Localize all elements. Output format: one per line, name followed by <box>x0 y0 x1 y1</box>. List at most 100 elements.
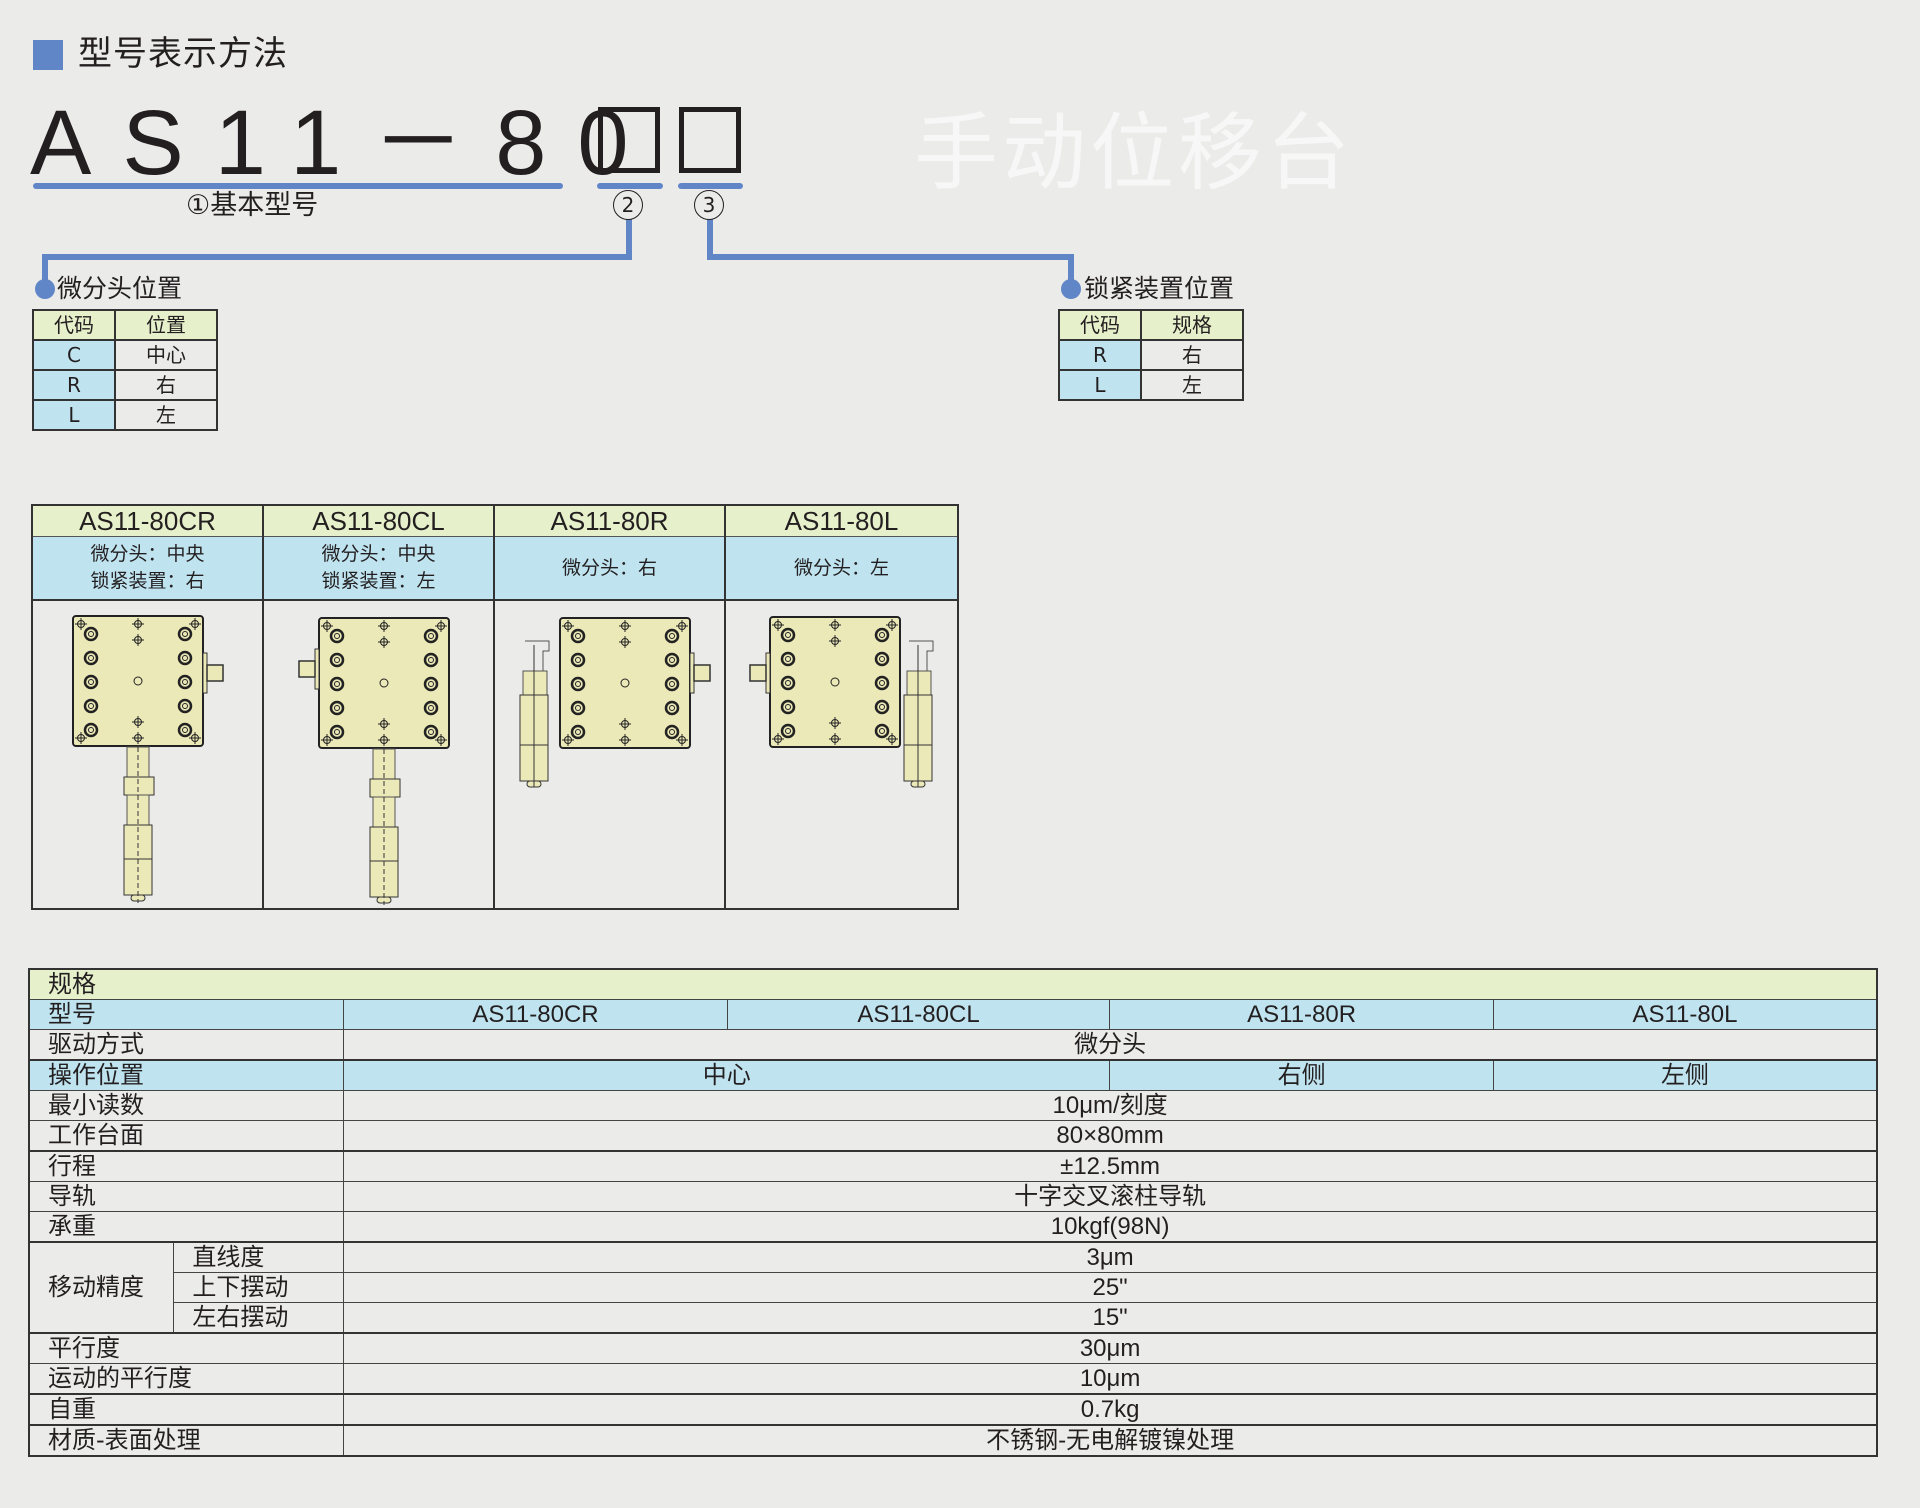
mounting-hole-inner <box>182 679 188 685</box>
pin-crosshair <box>886 733 898 745</box>
mounting-hole <box>780 723 796 739</box>
code-cell: C <box>32 339 116 371</box>
variant-desc-line2: 锁紧装置：左 <box>321 570 436 592</box>
spec-label: 导轨 <box>28 1181 345 1212</box>
value-cell: 左 <box>1140 369 1244 401</box>
spec-value: 15" <box>343 1302 1878 1334</box>
spec-row: 自重 0.7kg <box>28 1393 1878 1426</box>
variant-desc-line2: 锁紧装置：右 <box>90 570 205 592</box>
table-header-row: 代码 规格 <box>1058 309 1244 341</box>
pin-crosshair <box>378 636 390 648</box>
variant-card-l: AS11-80L 微分头：左 <box>726 506 957 908</box>
spec-row: 工作台面 80×80mm <box>28 1120 1878 1152</box>
lock-position-table: 代码 规格 R 右 L 左 <box>1058 309 1244 401</box>
connector-3-horizontal <box>707 254 1074 260</box>
mounting-hole <box>177 626 193 642</box>
micrometer-bracket <box>525 640 550 681</box>
mounting-hole <box>874 627 890 643</box>
lock-position-title: 锁紧装置位置 <box>1084 274 1235 303</box>
spec-value: 十字交叉滚柱导轨 <box>343 1181 1878 1212</box>
spec-value: 不锈钢-无电解镀镍处理 <box>343 1424 1878 1457</box>
variant-card-r: AS11-80R 微分头：右 <box>495 506 726 908</box>
connector-3-vertical <box>707 218 713 258</box>
pin-crosshair <box>321 734 333 746</box>
lock-knob <box>298 660 316 678</box>
center-hole <box>133 676 143 686</box>
mounting-hole-inner <box>88 655 94 661</box>
marker-3: 3 <box>694 190 724 220</box>
mounting-hole-inner <box>669 681 675 687</box>
spec-value: 10μm/刻度 <box>343 1090 1878 1121</box>
spec-value: 0.7kg <box>343 1393 1878 1426</box>
table-header-row: 代码 位置 <box>32 309 218 341</box>
option-2-underline <box>597 183 663 189</box>
mounting-hole <box>664 724 680 740</box>
mounting-hole <box>423 652 439 668</box>
mounting-hole-inner <box>879 656 885 662</box>
spec-group-label: 移动精度 <box>28 1241 175 1334</box>
spec-table: 规格 型号 AS11-80CR AS11-80CL AS11-80R AS11-… <box>28 968 1878 1457</box>
connector-2-horizontal <box>42 254 632 260</box>
variant-name: AS11-80L <box>726 506 957 537</box>
mounting-hole <box>177 722 193 738</box>
pin-crosshair <box>619 734 631 746</box>
mounting-hole-inner <box>334 681 340 687</box>
table-row: C 中心 <box>32 339 218 371</box>
mounting-hole-inner <box>575 681 581 687</box>
pin-crosshair <box>378 718 390 730</box>
pin-crosshair <box>189 732 201 744</box>
option-3-underline <box>678 183 743 189</box>
mounting-hole-inner <box>88 631 94 637</box>
code-cell: R <box>1058 339 1142 371</box>
pin-crosshair <box>886 619 898 631</box>
variant-description: 微分头：左 <box>726 537 957 601</box>
pin-crosshair <box>619 636 631 648</box>
mounting-hole-inner <box>879 728 885 734</box>
mounting-hole <box>83 626 99 642</box>
mounting-hole <box>874 699 890 715</box>
spec-value: 30μm <box>343 1332 1878 1364</box>
micrometer-position-title: 微分头位置 <box>57 274 183 303</box>
spec-value: 微分头 <box>343 1029 1878 1061</box>
value-cell: 中心 <box>114 339 218 371</box>
spec-row: 最小读数 10μm/刻度 <box>28 1090 1878 1121</box>
pin-crosshair <box>562 734 574 746</box>
mounting-hole <box>664 676 680 692</box>
spec-model-cell: AS11-80R <box>1109 999 1494 1030</box>
mounting-hole <box>570 724 586 740</box>
variant-name: AS11-80CR <box>33 506 262 537</box>
mounting-hole-inner <box>334 705 340 711</box>
center-hole <box>620 678 630 688</box>
mounting-hole <box>780 699 796 715</box>
mounting-hole-inner <box>182 703 188 709</box>
mounting-hole <box>423 700 439 716</box>
variant-name: AS11-80CL <box>264 506 493 537</box>
mounting-hole-inner <box>334 657 340 663</box>
mounting-hole-inner <box>182 727 188 733</box>
spec-value: 80×80mm <box>343 1120 1878 1152</box>
mounting-hole-inner <box>575 729 581 735</box>
pin-crosshair <box>132 618 144 630</box>
spec-value: 10μm <box>343 1363 1878 1395</box>
micrometer-clamp <box>369 778 401 798</box>
spec-label: 行程 <box>28 1150 345 1182</box>
mounting-hole-inner <box>785 704 791 710</box>
spec-title-row: 规格 <box>28 968 1878 1000</box>
mounting-hole <box>177 650 193 666</box>
pin-crosshair <box>378 620 390 632</box>
mounting-hole-inner <box>879 632 885 638</box>
stage-drawing-cr <box>72 615 224 903</box>
mounting-hole-inner <box>785 680 791 686</box>
mounting-hole-inner <box>669 657 675 663</box>
mounting-hole-inner <box>879 680 885 686</box>
mounting-hole <box>874 651 890 667</box>
variant-card-cr: AS11-80CR 微分头：中央 锁紧装置：右 <box>33 506 264 908</box>
pin-crosshair <box>75 618 87 630</box>
connector-2-drop <box>42 254 48 284</box>
pin-crosshair <box>189 618 201 630</box>
header-code: 代码 <box>1058 309 1142 341</box>
spec-label: 最小读数 <box>28 1090 345 1121</box>
spec-label: 驱动方式 <box>28 1029 345 1061</box>
table-row: L 左 <box>32 399 218 431</box>
center-hole <box>830 677 840 687</box>
